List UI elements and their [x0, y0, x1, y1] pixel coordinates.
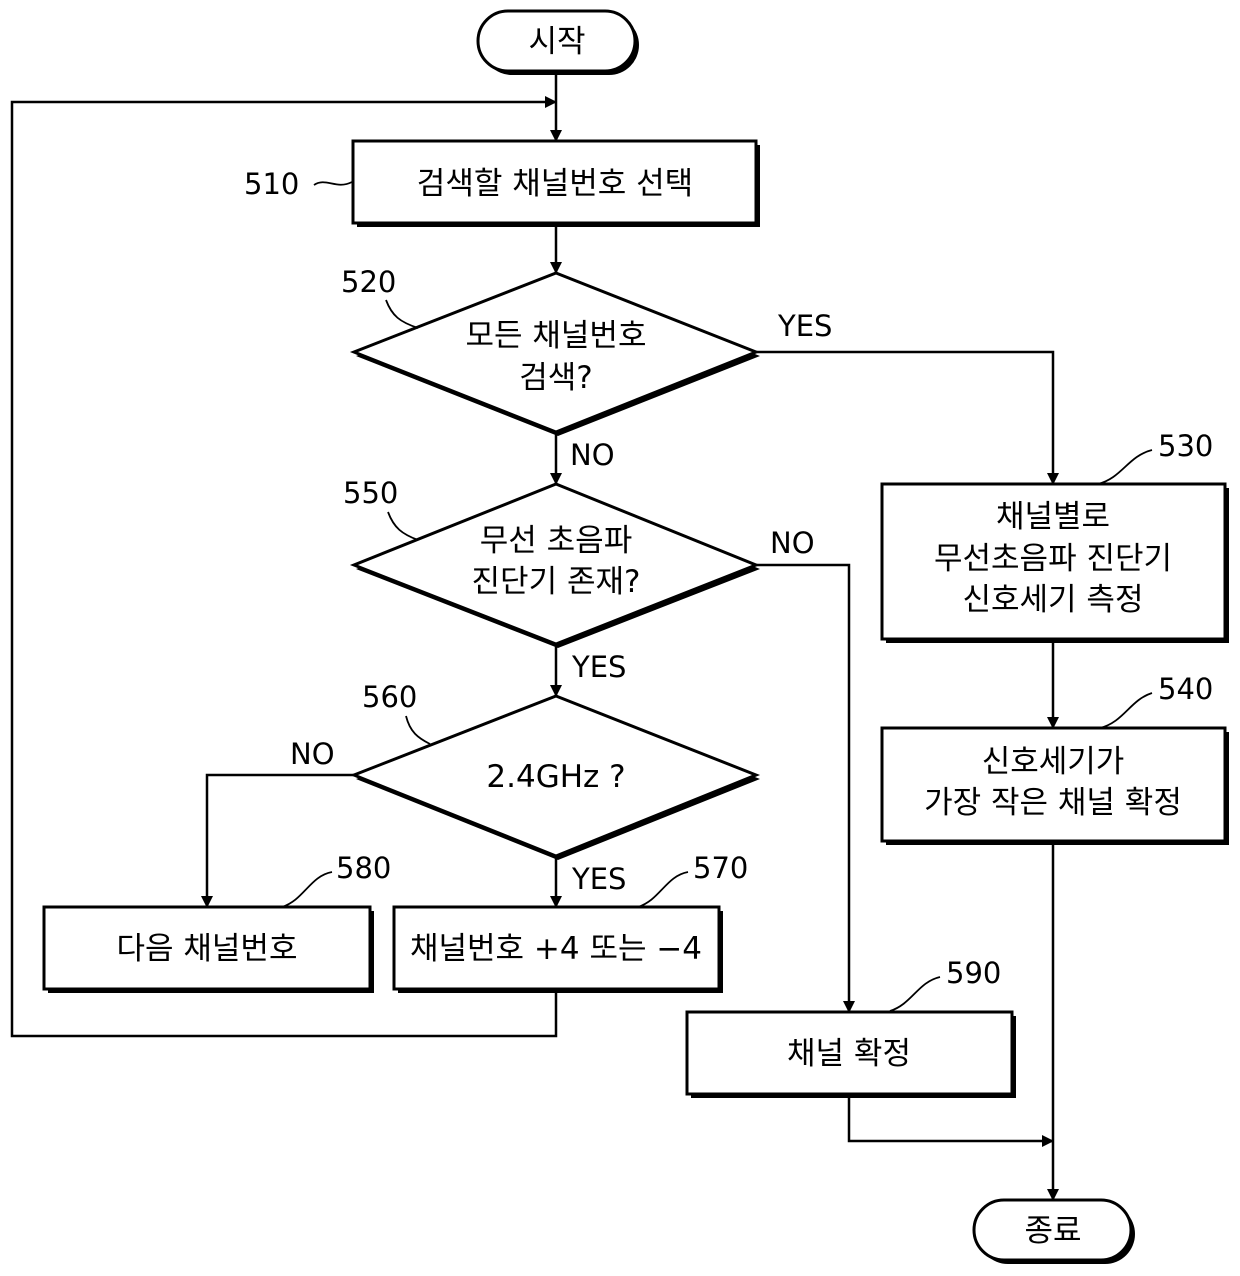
- ref-510-leader: [314, 182, 352, 185]
- ref-540-number: 540: [1158, 672, 1213, 706]
- ref-530-leader: [1098, 450, 1152, 484]
- ref-570-number: 570: [693, 851, 748, 885]
- ref-590-number: 590: [946, 956, 1001, 990]
- decision-550-line-2: 진단기 존재?: [472, 564, 641, 600]
- edge-590-to-end: [849, 1094, 1053, 1141]
- ref-570: 570: [638, 851, 748, 907]
- ref-520-number: 520: [341, 265, 396, 299]
- step-530-box: 채널별로 무선초음파 진단기 신호세기 측정: [882, 484, 1229, 643]
- ref-580-number: 580: [336, 851, 391, 885]
- step-540-line-1: 신호세기가: [982, 744, 1125, 780]
- label-560-yes: YES: [571, 862, 626, 896]
- ref-580-leader: [282, 872, 332, 907]
- ref-510-number: 510: [244, 167, 299, 201]
- step-540-box: 신호세기가 가장 작은 채널 확정: [882, 728, 1229, 845]
- step-530-line-1: 채널별로: [996, 499, 1110, 535]
- decision-520: 모든 채널번호 검색?: [354, 273, 760, 436]
- ref-560: 560: [362, 680, 430, 744]
- step-540-line-2: 가장 작은 채널 확정: [924, 785, 1182, 821]
- decision-520-line-2: 검색?: [519, 360, 593, 396]
- label-520-yes: YES: [777, 309, 832, 343]
- edge-550-no-to-590: [756, 565, 849, 1012]
- decision-560-text: 2.4GHz ?: [486, 759, 625, 795]
- ref-560-leader: [406, 716, 430, 744]
- ref-590-leader: [890, 977, 940, 1011]
- ref-520-leader: [386, 300, 418, 328]
- decision-560: 2.4GHz ?: [354, 696, 760, 860]
- ref-540-leader: [1100, 693, 1152, 728]
- start-terminal: 시작: [478, 11, 639, 75]
- ref-580: 580: [282, 851, 391, 907]
- label-520-no: NO: [570, 438, 615, 472]
- decision-550: 무선 초음파 진단기 존재?: [354, 484, 760, 648]
- ref-560-number: 560: [362, 680, 417, 714]
- ref-530-number: 530: [1158, 429, 1213, 463]
- step-510-text: 검색할 채널번호 선택: [417, 166, 693, 202]
- edge-520-yes-to-530: [756, 352, 1053, 484]
- ref-510: 510: [244, 167, 352, 201]
- step-590-text: 채널 확정: [787, 1036, 911, 1072]
- step-530-line-3: 신호세기 측정: [963, 582, 1144, 618]
- step-590-box: 채널 확정: [687, 1012, 1016, 1098]
- ref-550-number: 550: [343, 476, 398, 510]
- step-580-box: 다음 채널번호: [44, 907, 374, 993]
- ref-550: 550: [343, 476, 418, 540]
- step-580-text: 다음 채널번호: [117, 931, 298, 967]
- label-550-no: NO: [770, 526, 815, 560]
- ref-590: 590: [890, 956, 1001, 1011]
- step-530-line-2: 무선초음파 진단기: [934, 541, 1172, 577]
- ref-540: 540: [1100, 672, 1213, 728]
- step-510-box: 검색할 채널번호 선택: [353, 141, 760, 227]
- label-560-no: NO: [290, 737, 335, 771]
- decision-550-line-1: 무선 초음파: [480, 523, 632, 559]
- ref-570-leader: [638, 872, 688, 907]
- end-terminal: 종료: [974, 1200, 1135, 1264]
- start-label: 시작: [528, 24, 585, 60]
- step-570-box: 채널번호 +4 또는 −4: [394, 907, 723, 993]
- ref-530: 530: [1098, 429, 1213, 484]
- decision-520-line-1: 모든 채널번호: [466, 318, 647, 354]
- ref-520: 520: [341, 265, 418, 328]
- end-label: 종료: [1024, 1213, 1081, 1249]
- step-570-text: 채널번호 +4 또는 −4: [410, 931, 702, 967]
- edge-560-no-to-580: [207, 775, 354, 907]
- label-550-yes: YES: [571, 650, 626, 684]
- ref-550-leader: [388, 512, 418, 540]
